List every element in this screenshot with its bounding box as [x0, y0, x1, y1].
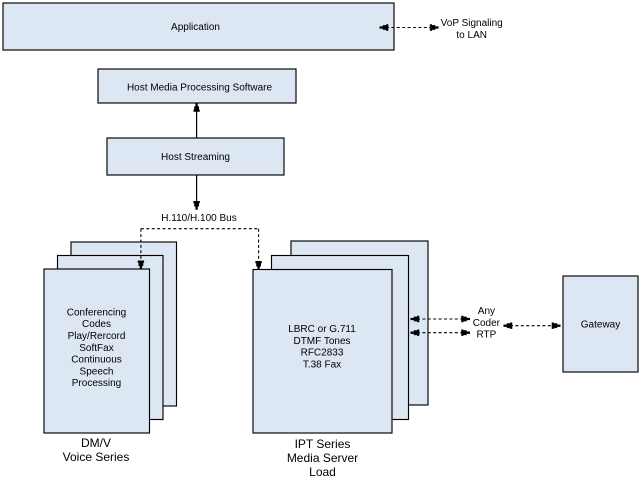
svg-text:Load: Load: [309, 465, 336, 479]
svg-text:Any: Any: [478, 306, 495, 317]
svg-text:Codes: Codes: [82, 319, 111, 330]
svg-text:RFC2833: RFC2833: [301, 348, 344, 359]
svg-text:Application: Application: [171, 22, 220, 33]
svg-text:Host Media Processing Software: Host Media Processing Software: [127, 82, 273, 93]
svg-text:Continuous: Continuous: [71, 355, 122, 366]
svg-text:SoftFax: SoftFax: [79, 343, 113, 354]
svg-text:Coder: Coder: [473, 318, 501, 329]
svg-text:Voice Series: Voice Series: [63, 450, 130, 464]
svg-text:Speech: Speech: [80, 366, 114, 377]
svg-text:Play/Rercord: Play/Rercord: [68, 331, 126, 342]
svg-text:to LAN: to LAN: [456, 30, 487, 41]
svg-text:Media Server: Media Server: [287, 451, 358, 465]
svg-text:Gateway: Gateway: [581, 320, 620, 331]
svg-text:Processing: Processing: [72, 378, 121, 389]
svg-text:Conferencing: Conferencing: [67, 307, 126, 318]
svg-text:T.38 Fax: T.38 Fax: [303, 360, 341, 371]
svg-text:DM/V: DM/V: [81, 436, 111, 450]
svg-text:IPT Series: IPT Series: [295, 437, 351, 451]
svg-text:DTMF Tones: DTMF Tones: [293, 336, 350, 347]
svg-text:VoP Signaling: VoP Signaling: [441, 18, 503, 29]
svg-text:LBRC or G.711: LBRC or G.711: [288, 324, 356, 335]
svg-text:RTP: RTP: [476, 330, 496, 341]
svg-text:H.110/H.100 Bus: H.110/H.100 Bus: [161, 213, 236, 224]
svg-text:Host Streaming: Host Streaming: [161, 152, 230, 163]
